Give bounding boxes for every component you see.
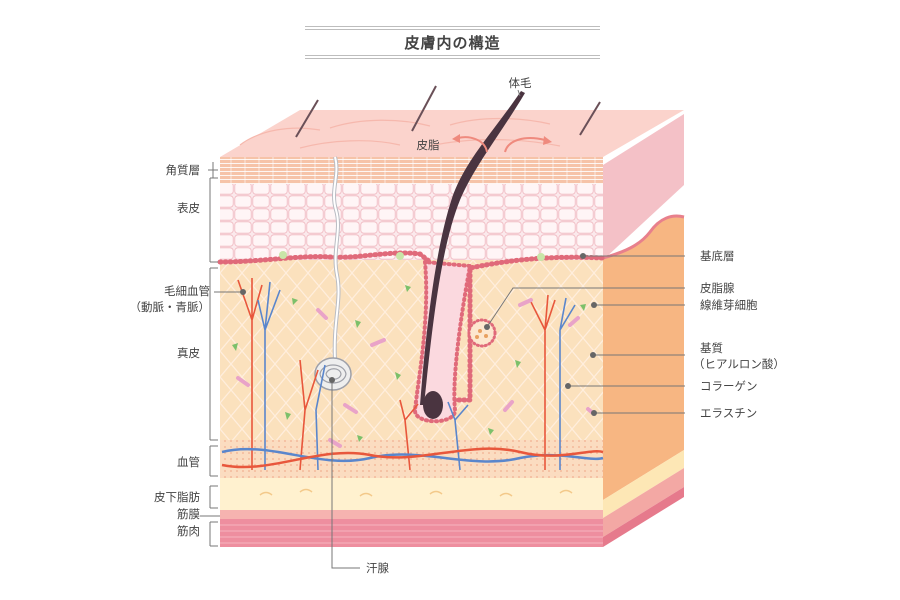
fibroblasts — [232, 285, 586, 442]
capillaries — [237, 278, 576, 471]
label-matrix: 基質 — [700, 341, 723, 355]
label-dermis: 真皮 — [177, 346, 200, 360]
muscle-layer — [220, 519, 603, 547]
label-capillary-sub: （動脈・青脈） — [129, 300, 211, 314]
label-fibroblast: 線維芽細胞 — [700, 298, 758, 312]
dermis-layer — [220, 260, 603, 440]
front-face — [220, 157, 603, 547]
subcutaneous-fat-layer — [220, 478, 603, 510]
sweat-gland — [314, 156, 352, 391]
sebum-arrows — [457, 136, 546, 153]
diagram-title: 皮膚内の構造 — [404, 34, 501, 52]
hair-bulb — [423, 391, 443, 419]
label-sebum: 皮脂 — [416, 138, 440, 152]
leader-dots — [240, 253, 597, 416]
hair-follicle — [413, 259, 473, 424]
label-muscle: 筋肉 — [177, 524, 200, 538]
label-blood-vessel: 血管 — [177, 455, 200, 469]
label-fascia: 筋膜 — [177, 507, 200, 521]
leader-lines — [200, 89, 685, 569]
side-face — [602, 114, 685, 547]
label-epidermis: 表皮 — [177, 201, 200, 215]
blood-vessel-layer — [220, 440, 603, 478]
label-matrix-sub: （ヒアルロン酸） — [693, 357, 785, 371]
label-sweat-gland: 汗腺 — [366, 561, 389, 575]
label-basal-layer: 基底層 — [700, 249, 735, 263]
hair-shaft — [420, 91, 525, 405]
label-hair: 体毛 — [508, 76, 532, 90]
title-rule-bottom-2 — [305, 58, 600, 59]
blood-vessels — [221, 447, 604, 469]
stratum-corneum-layer — [220, 157, 603, 184]
label-elastin: エラスチン — [700, 406, 758, 420]
epidermis-layer — [220, 184, 603, 260]
elastin-fibers — [236, 298, 596, 448]
label-collagen: コラーゲン — [700, 379, 758, 393]
title-rule-top-2 — [305, 29, 600, 30]
sebaceous-gland — [467, 318, 497, 348]
label-capillary: 毛細血管 — [164, 284, 210, 298]
skin-surface — [220, 85, 684, 157]
label-stratum-corneum: 角質層 — [165, 163, 201, 177]
title-rule-top — [305, 26, 600, 27]
label-subcutaneous-fat: 皮下脂肪 — [154, 490, 200, 504]
title-rule-bottom — [305, 55, 600, 56]
fascia-layer — [220, 510, 603, 519]
label-sebaceous-gland: 皮脂腺 — [700, 281, 735, 295]
